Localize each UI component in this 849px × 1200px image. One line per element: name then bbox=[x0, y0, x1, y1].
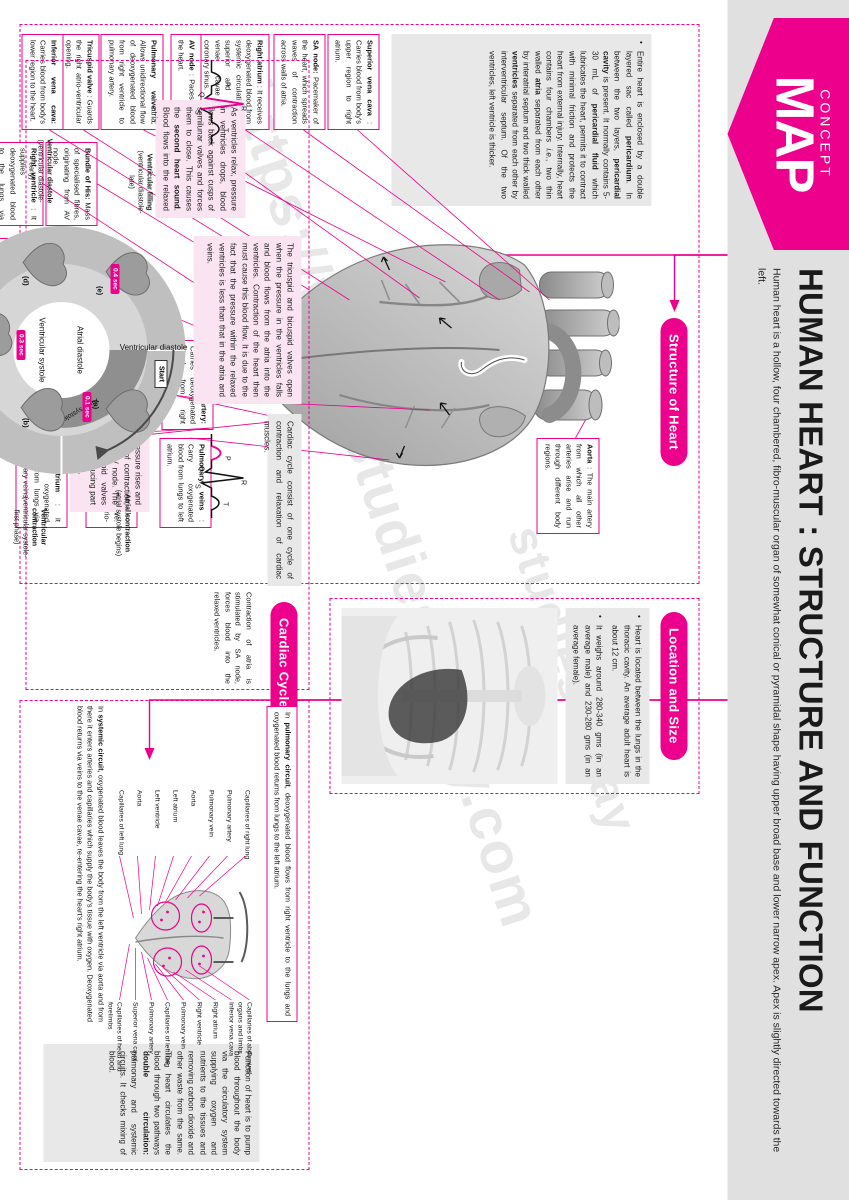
section-pill-location: Location and Size bbox=[660, 612, 687, 760]
chest-xray-image bbox=[341, 608, 557, 784]
map-label: MAP bbox=[764, 75, 824, 193]
circ-right-label-4: Left atrium bbox=[171, 790, 178, 823]
circ-right-label-3: Aorta bbox=[189, 790, 196, 807]
ecg-trace-left: P Q R S T bbox=[188, 430, 251, 522]
stage-e-title: Ventricular filling bbox=[145, 153, 152, 211]
svg-text:Atrial diastole: Atrial diastole bbox=[75, 326, 84, 375]
svg-text:S: S bbox=[193, 110, 200, 115]
label-superior-vena-cava: Superior vena cava : Carries blood from … bbox=[326, 34, 379, 130]
page-subtitle: Human heart is a hollow, four chambered,… bbox=[754, 268, 782, 1153]
circ-label-8: Capillaries of head and forelimbs bbox=[105, 1002, 122, 1072]
ecg-label-r: R bbox=[239, 480, 246, 485]
svg-text:(a): (a) bbox=[91, 400, 100, 410]
cardiac-intro-card: Cardiac cycle consist of one cycle of co… bbox=[262, 414, 301, 586]
circ-label-3: Right ventricle bbox=[195, 1002, 202, 1046]
cycle-stage-b-label: Ventricular contraction (ventricular sys… bbox=[11, 492, 47, 562]
circ-label-7: Superior vena cava bbox=[131, 1002, 138, 1061]
cardiac-intro-text: Cardiac cycle consist of one cycle of co… bbox=[262, 421, 294, 579]
cycle-time-b: 0.3 sec bbox=[16, 330, 25, 360]
section-pill-structure: Structure of Heart bbox=[660, 318, 687, 466]
structure-intro-card: Entire heart is enclosed by a double lay… bbox=[391, 34, 651, 206]
label-aorta: Aorta : The main artery from which all o… bbox=[536, 438, 599, 534]
cycle-time-e: 0.4 sec bbox=[110, 264, 119, 294]
svg-text:P: P bbox=[223, 82, 230, 87]
ecg-label-q: Q bbox=[197, 466, 204, 472]
cycle-time-a: 0.1 sec bbox=[82, 392, 91, 422]
circ-right-label-2: Pulmonary vein bbox=[207, 790, 214, 837]
svg-text:(b): (b) bbox=[21, 418, 30, 428]
circ-right-label-6: Aorta bbox=[135, 790, 142, 807]
stage-d-sub: (ventricular diastole-early) bbox=[26, 139, 43, 203]
function-intro-text: Function of heart is to pump blood throu… bbox=[106, 1051, 252, 1155]
stage-b-title: Ventricular contraction bbox=[29, 507, 46, 547]
circ-right-label-5: Left ventricle bbox=[153, 790, 160, 829]
circ-label-5: Capillaries of left lung bbox=[163, 1002, 170, 1067]
circ-label-6: Pulmonary artery bbox=[147, 1002, 154, 1054]
svg-text:Ventricular systole: Ventricular systole bbox=[37, 318, 46, 383]
stage-a-sub: (atrial systole begins) bbox=[113, 489, 121, 557]
circulation-diagram bbox=[113, 852, 253, 1002]
ecg-trace-right: P Q R S T bbox=[188, 56, 251, 148]
cardiac-note-left: The tricuspid and bicuspid valves open w… bbox=[193, 236, 301, 404]
svg-text:(d): (d) bbox=[21, 276, 30, 286]
circ-label-4: Pulmonary vein bbox=[179, 1002, 186, 1049]
stage-a-title: Atrial contraction bbox=[123, 494, 130, 552]
ecg-label-p: P bbox=[223, 456, 230, 461]
ecg-label-s: S bbox=[193, 484, 200, 489]
cycle-start-marker: Start bbox=[154, 360, 167, 388]
cycle-stage-d-label: Ventricular diastole (ventricular diasto… bbox=[26, 136, 53, 206]
svg-text:Q: Q bbox=[197, 92, 204, 98]
svg-text:Ventricular diastole: Ventricular diastole bbox=[119, 343, 187, 352]
circ-right-label-7: Capillaries of left lung bbox=[117, 790, 124, 855]
location-points-card: Heart is located between the lungs in th… bbox=[565, 608, 649, 784]
systemic-circuit-note: In systemic circuit, oxygenated blood le… bbox=[74, 706, 105, 1022]
ecg-label-t: T bbox=[221, 502, 228, 507]
cardiac-note-left-text: The tricuspid and bicuspid valves open w… bbox=[205, 243, 294, 397]
svg-text:T: T bbox=[221, 128, 228, 133]
cardiac-cycle-wheel: Ventricular diastole Atrial diastole Ven… bbox=[0, 222, 189, 478]
svg-text:(e): (e) bbox=[95, 286, 104, 296]
structure-intro-text: Entire heart is enclosed by a double lay… bbox=[486, 41, 645, 199]
circ-right-label-0: Capillaries of right lung bbox=[243, 790, 250, 860]
stage-b-sub: (ventricular systole-first phase) bbox=[11, 496, 28, 558]
cycle-stage-a-label: Atrial contraction (atrial systole begin… bbox=[113, 488, 131, 558]
location-point-2: It weighs around 280-340 gms (in an aver… bbox=[570, 615, 604, 777]
circ-label-1: Inferior vena cava bbox=[227, 1002, 234, 1057]
location-point-1: Heart is located between the lungs in th… bbox=[609, 615, 643, 777]
svg-text:R: R bbox=[239, 106, 246, 111]
function-intro-card: Function of heart is to pump blood throu… bbox=[43, 1044, 259, 1162]
cardiac-note-right: Contraction of atria is stimulated by SA… bbox=[212, 592, 253, 684]
circ-label-0: Capillaries of abdominal organs and limb… bbox=[235, 1002, 252, 1075]
cycle-stage-e-label: Ventricular filling (ventricular diastol… bbox=[126, 150, 153, 214]
stage-d-title: Ventricular diastole bbox=[45, 138, 52, 204]
circ-label-2: Right atrium bbox=[211, 1002, 218, 1039]
stage-e-sub: (ventricular diastole-late) bbox=[126, 150, 143, 214]
page-title: HUMAN HEART : STRUCTURE AND FUNCTION bbox=[792, 268, 829, 1013]
pulmonary-circuit-note: In pulmonary circuit, deoxygenated blood… bbox=[265, 706, 297, 1022]
circ-right-label-1: Pulmonary artery bbox=[225, 790, 232, 842]
